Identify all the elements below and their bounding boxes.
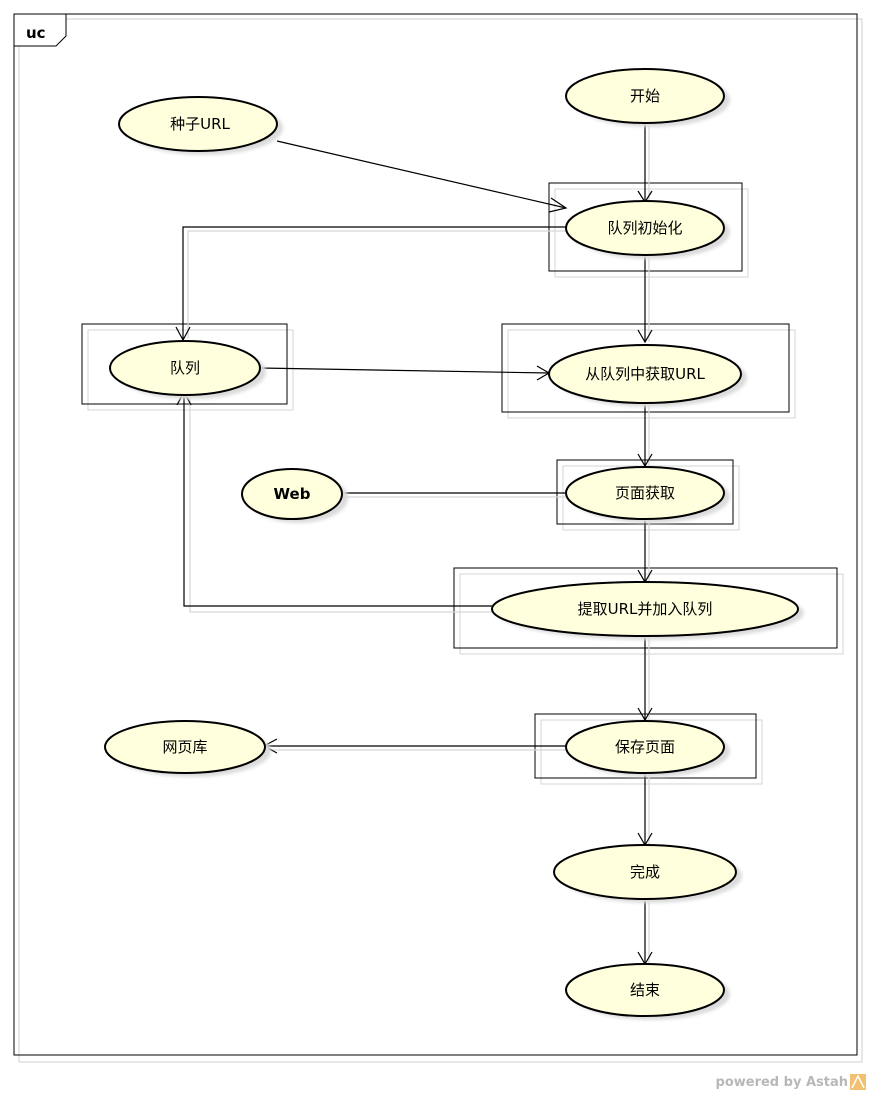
diagram-frame [13, 13, 858, 1056]
frame-tag: uc [26, 24, 46, 42]
usecase-extract-url[interactable] [491, 581, 799, 637]
usecase-end[interactable] [565, 963, 725, 1017]
usecase-label: 保存页面 [615, 738, 675, 756]
usecase-label: 结束 [630, 981, 660, 999]
usecase-label: Web [274, 485, 311, 503]
usecase-queue-init[interactable] [565, 200, 725, 256]
edge-queue-get-url [259, 367, 550, 374]
usecase-label: 完成 [630, 863, 660, 881]
usecase-label: 开始 [630, 87, 660, 105]
usecase-label: 页面获取 [615, 484, 675, 502]
usecase-label: 队列 [170, 359, 200, 377]
usecase-label: 网页库 [162, 738, 207, 756]
arrowhead [548, 197, 568, 213]
usecase-save-page[interactable] [565, 720, 725, 774]
arrowhead [637, 329, 653, 344]
usecase-page-db[interactable] [104, 720, 266, 774]
edge-seed-queue-init [276, 140, 567, 209]
arrowhead [175, 326, 191, 342]
actor-web[interactable] [241, 468, 343, 520]
usecase-label: 从队列中获取URL [585, 365, 705, 383]
frame-tag-box [13, 13, 67, 47]
usecase-fetch-page[interactable] [565, 466, 725, 520]
usecase-seed-url[interactable] [118, 96, 278, 152]
usecase-label: 提取URL并加入队列 [578, 600, 713, 618]
powered-by-text: powered by Astah [716, 1075, 848, 1090]
frame-shadow [18, 18, 863, 1063]
astah-logo-icon [850, 1074, 866, 1090]
edges [175, 122, 653, 966]
usecase-queue[interactable] [109, 340, 261, 396]
edge-queue-init-queue [182, 226, 566, 340]
usecase-label: 种子URL [170, 115, 230, 133]
usecase-start[interactable] [565, 68, 725, 124]
usecase-done[interactable] [553, 844, 737, 900]
use-cases: 开始 种子URL 队列初始化 队列 从队列中获取URL Web 页面获取 提取U… [104, 68, 804, 1020]
usecase-get-url[interactable] [548, 344, 742, 404]
boundary-boxes [81, 182, 844, 785]
edge-extract-queue [183, 392, 492, 607]
usecase-label: 队列初始化 [607, 219, 682, 237]
